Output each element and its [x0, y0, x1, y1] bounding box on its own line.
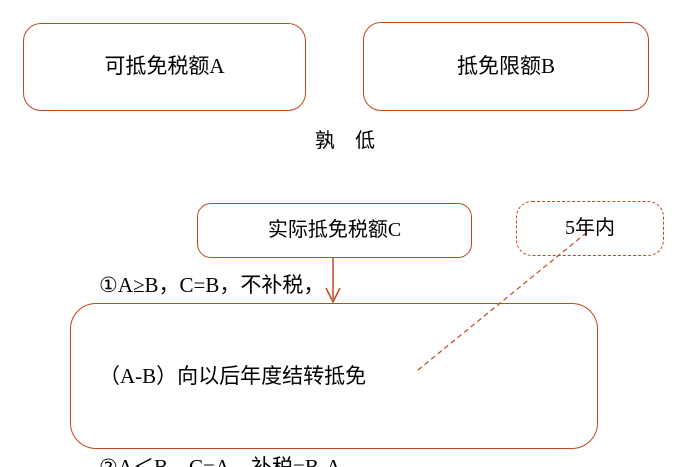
- result-rules-text: ①A≥B，C=B，不补税， （A-B）向以后年度结转抵免 ②A＜B，C=A，补税…: [99, 210, 366, 467]
- node-creditable-tax-label: 可抵免税额A: [104, 54, 225, 79]
- node-credit-limit[interactable]: 抵免限额B: [363, 22, 649, 111]
- node-carry-forward-period-label: 5年内: [565, 217, 615, 240]
- node-actual-credit[interactable]: 实际抵免税额C: [197, 203, 472, 258]
- node-credit-limit-label: 抵免限额B: [456, 53, 555, 78]
- node-creditable-tax[interactable]: 可抵免税额A: [23, 23, 306, 111]
- result-rule-line-2: （A-B）向以后年度结转抵免: [99, 363, 367, 388]
- node-result-rules[interactable]: ①A≥B，C=B，不补税， （A-B）向以后年度结转抵免 ②A＜B，C=A，补税…: [70, 273, 598, 467]
- compare-caption: 孰 低: [315, 130, 375, 152]
- node-carry-forward-period[interactable]: 5年内: [516, 201, 664, 256]
- result-rule-line-3: ②A＜B，C=A，补税=B-A: [99, 454, 342, 467]
- node-actual-credit-label: 实际抵免税额C: [267, 219, 402, 242]
- result-rule-line-1: ①A≥B，C=B，不补税，: [99, 273, 325, 298]
